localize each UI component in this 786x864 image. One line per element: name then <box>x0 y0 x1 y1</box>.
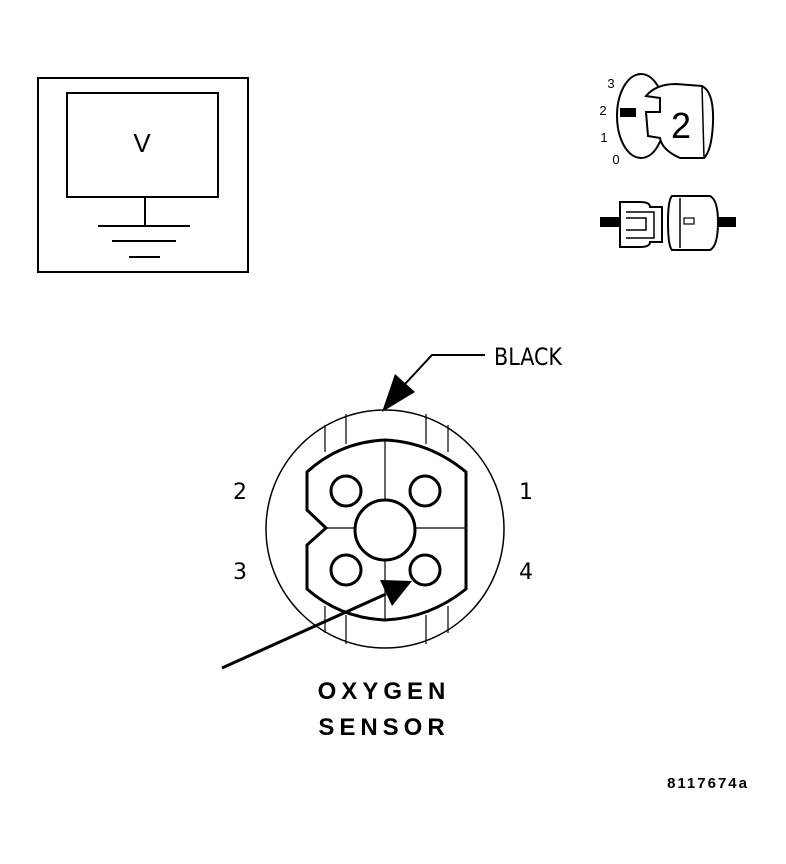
pin-cavity-4 <box>408 553 442 587</box>
ignition-position-0: 0 <box>612 152 619 167</box>
connector-title-line2: SENSOR <box>318 714 449 741</box>
connector-icon <box>600 195 736 251</box>
ignition-key-label: 2 <box>671 105 691 146</box>
figure-id: 8117674a <box>667 775 749 792</box>
connector-rim <box>324 414 449 644</box>
wire-color-leader-arrow <box>382 354 485 412</box>
pin-cavity-1 <box>408 474 442 508</box>
ignition-position-2: 2 <box>599 103 606 118</box>
oxygen-sensor-connector <box>265 409 505 649</box>
pin-label-3: 3 <box>233 560 247 585</box>
probe-arrow <box>221 580 412 670</box>
wire-color-label: BLACK <box>494 343 563 371</box>
connector-title-line1: OXYGEN <box>318 678 451 705</box>
ignition-switch-icon: 3 2 1 0 2 <box>599 73 715 167</box>
ground-icon <box>98 225 190 258</box>
pin-label-1: 1 <box>519 480 533 505</box>
ignition-position-1: 1 <box>600 130 607 145</box>
voltmeter-symbol: V <box>133 128 151 158</box>
ignition-position-3: 3 <box>607 76 614 91</box>
pin-cavity-3 <box>329 553 363 587</box>
pin-cavity-2 <box>329 474 363 508</box>
voltmeter-icon: V <box>37 77 249 273</box>
pin-label-2: 2 <box>233 480 247 505</box>
pin-label-4: 4 <box>519 560 533 585</box>
connector-center-post <box>353 498 417 562</box>
